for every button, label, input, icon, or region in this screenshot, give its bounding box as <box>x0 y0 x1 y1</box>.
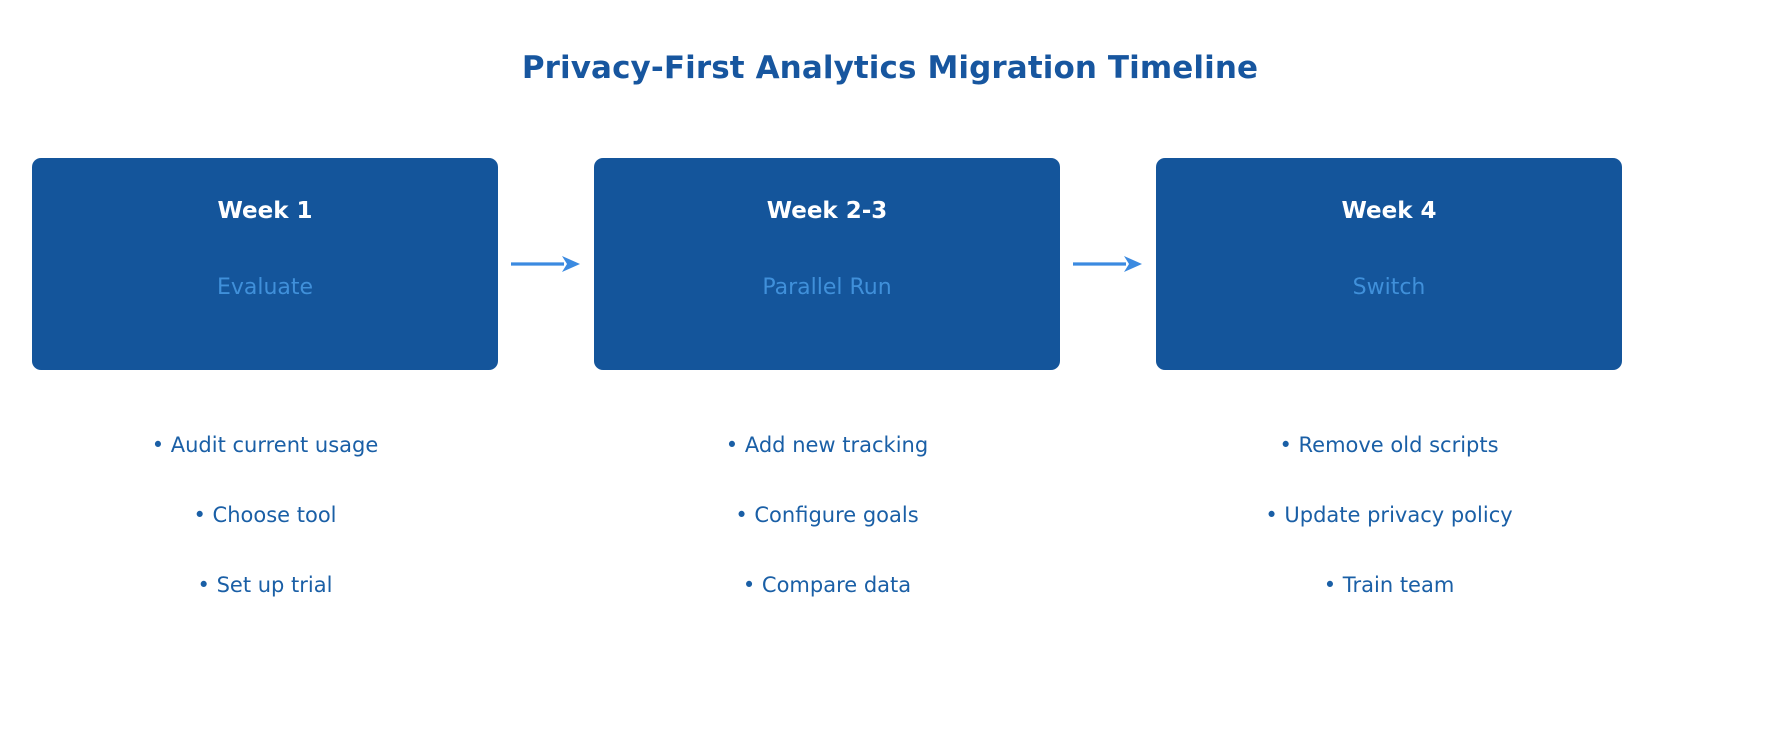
list-item: • Audit current usage <box>151 433 379 457</box>
connector-slot-1 <box>498 158 594 370</box>
timeline-stages-row: Week 1 Evaluate Week 2-3 Parallel Run We… <box>32 158 1622 370</box>
stage-subtitle: Switch <box>1352 275 1426 300</box>
bullet-list-week-2-3: • Add new tracking • Configure goals • C… <box>594 410 1060 630</box>
list-item: • Remove old scripts <box>1279 433 1499 457</box>
stage-title: Week 4 <box>1341 198 1437 224</box>
connector-slot-2 <box>1060 158 1156 370</box>
bullet-list-week-1: • Audit current usage • Choose tool • Se… <box>32 410 498 630</box>
timeline-bullets-row: • Audit current usage • Choose tool • Se… <box>32 410 1622 630</box>
stage-card-week-4[interactable]: Week 4 Switch <box>1156 158 1622 370</box>
list-item: • Configure goals <box>735 503 919 527</box>
list-item: • Train team <box>1323 573 1455 597</box>
stage-subtitle: Parallel Run <box>762 275 892 300</box>
list-item: • Choose tool <box>193 503 337 527</box>
page-title: Privacy-First Analytics Migration Timeli… <box>521 50 1259 86</box>
arrow-right-icon <box>511 256 580 272</box>
list-item: • Update privacy policy <box>1265 503 1513 527</box>
bullet-spacer-1 <box>498 410 594 630</box>
list-item: • Compare data <box>742 573 912 597</box>
stage-card-week-1[interactable]: Week 1 Evaluate <box>32 158 498 370</box>
stage-card-week-2-3[interactable]: Week 2-3 Parallel Run <box>594 158 1060 370</box>
arrow-right-icon <box>1073 256 1142 272</box>
stage-title: Week 1 <box>217 198 313 224</box>
list-item: • Set up trial <box>197 573 333 597</box>
stage-title: Week 2-3 <box>766 198 888 224</box>
stage-subtitle: Evaluate <box>216 275 314 300</box>
bullet-list-week-4: • Remove old scripts • Update privacy po… <box>1156 410 1622 630</box>
bullet-spacer-2 <box>1060 410 1156 630</box>
list-item: • Add new tracking <box>725 433 929 457</box>
